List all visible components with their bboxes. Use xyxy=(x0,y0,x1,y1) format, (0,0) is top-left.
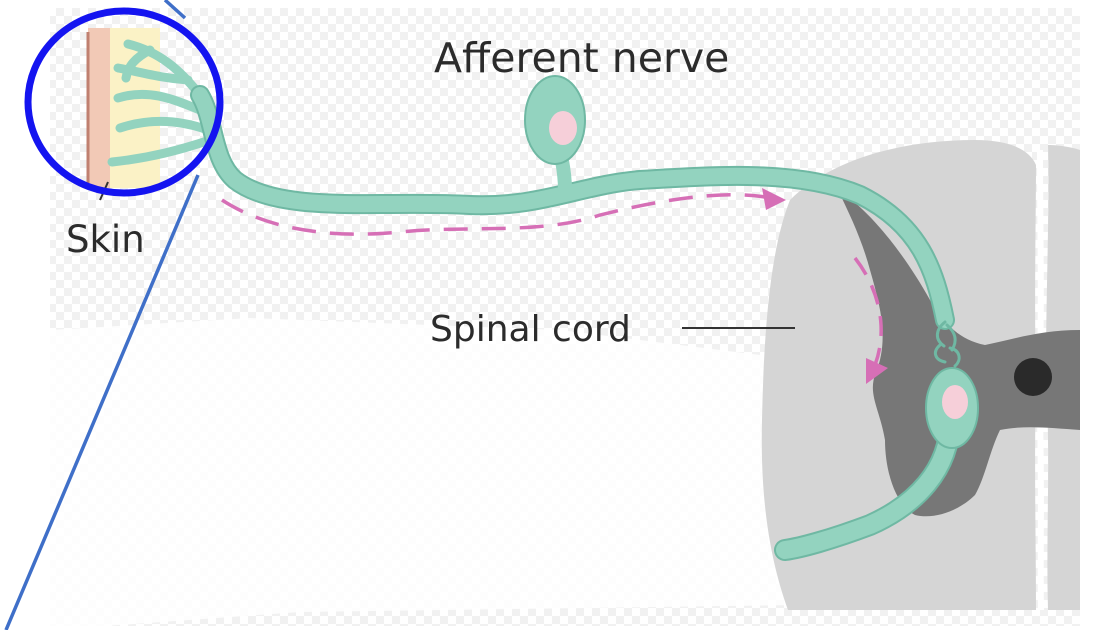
motor-neuron-cell-body xyxy=(926,368,978,448)
label-spinal-cord: Spinal cord xyxy=(430,309,631,350)
label-afferent-nerve: Afferent nerve xyxy=(434,34,729,82)
ganglion-nucleus xyxy=(549,111,577,145)
ganglion-cell-body xyxy=(525,76,585,164)
erased-area xyxy=(50,318,800,630)
skin-dermis xyxy=(88,28,110,188)
label-skin: Skin xyxy=(66,218,145,261)
motor-neuron-nucleus xyxy=(942,385,968,419)
posterior-median-fissure xyxy=(1040,150,1041,360)
anterior-median-fissure xyxy=(1040,420,1041,610)
central-canal xyxy=(1014,358,1052,396)
